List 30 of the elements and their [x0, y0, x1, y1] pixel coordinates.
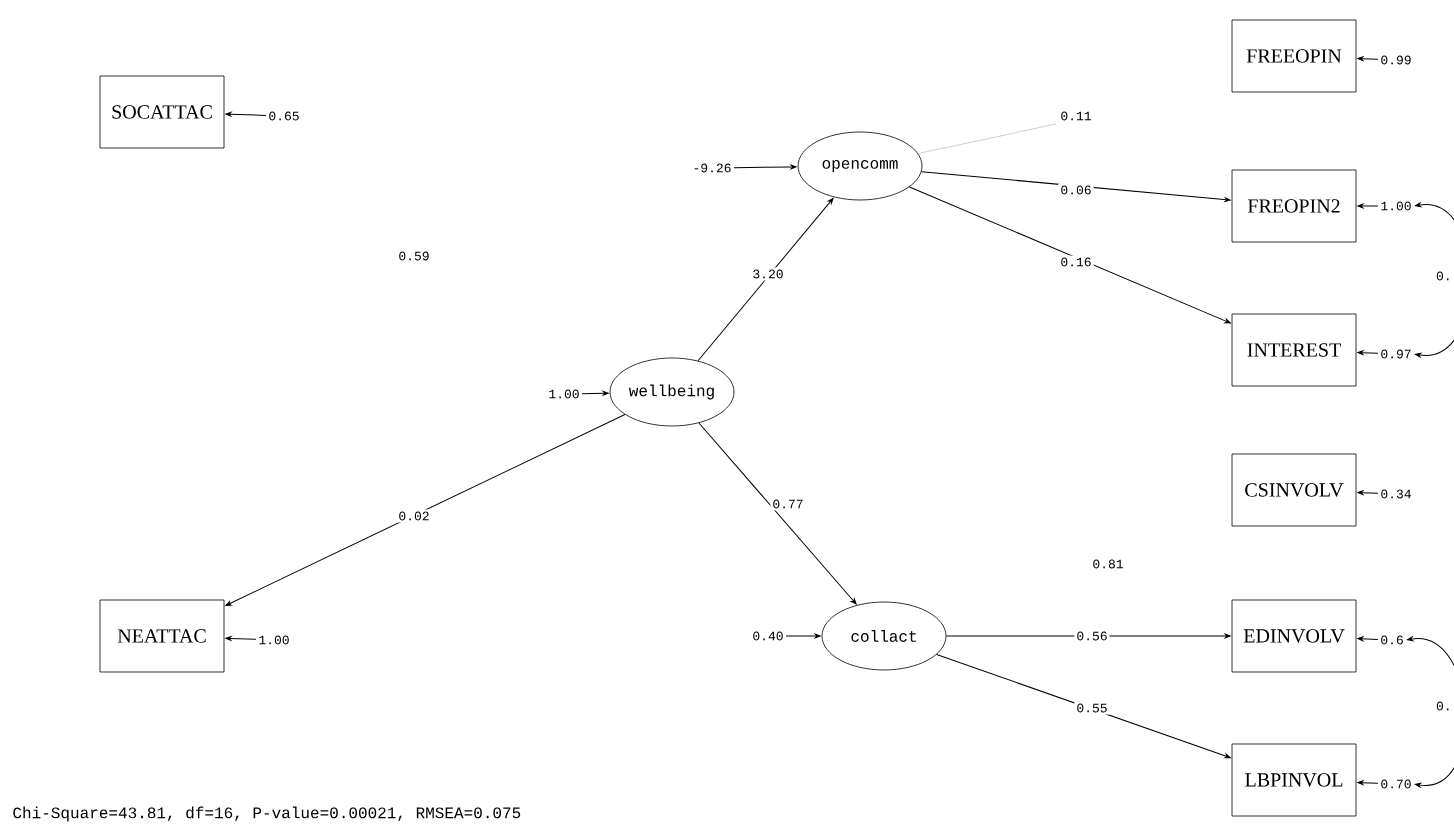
path-arrow — [1357, 490, 1379, 496]
variable-box: CSINVOLV — [1231, 453, 1357, 527]
path-arrow — [225, 414, 626, 607]
variable-box: LBPINVOL — [1231, 743, 1357, 817]
path-arrow — [581, 390, 609, 396]
variable-box: EDINVOLV — [1231, 599, 1357, 673]
variable-box: FREOPIN2 — [1231, 169, 1357, 243]
path-arrow — [1357, 636, 1379, 642]
path-arrow — [1414, 202, 1454, 358]
variable-box: NEATTAC — [99, 599, 225, 673]
variable-box: FREEOPIN — [1231, 19, 1357, 93]
path-arrow — [1357, 350, 1379, 356]
path-arrow — [697, 197, 834, 362]
variable-box: INTEREST — [1231, 313, 1357, 387]
path-arrow — [225, 111, 267, 117]
path-arrow — [733, 164, 797, 170]
variable-box: SOCATTAC — [99, 75, 225, 149]
path-line — [917, 123, 1057, 155]
path-arrow — [785, 633, 821, 639]
path-arrow — [1357, 56, 1379, 62]
path-arrow — [225, 636, 257, 641]
path-arrow — [945, 633, 1231, 639]
path-arrow — [936, 654, 1231, 759]
path-arrow — [1407, 636, 1454, 788]
path-arrow — [909, 186, 1231, 324]
path-arrow — [1357, 203, 1379, 209]
fit-statistics: Chi-Square=43.81, df=16, P-value=0.00021, RMSEA=0.075 — [13, 806, 521, 822]
path-arrow — [1357, 780, 1379, 786]
path-arrow — [921, 171, 1231, 203]
path-arrow — [698, 422, 857, 605]
